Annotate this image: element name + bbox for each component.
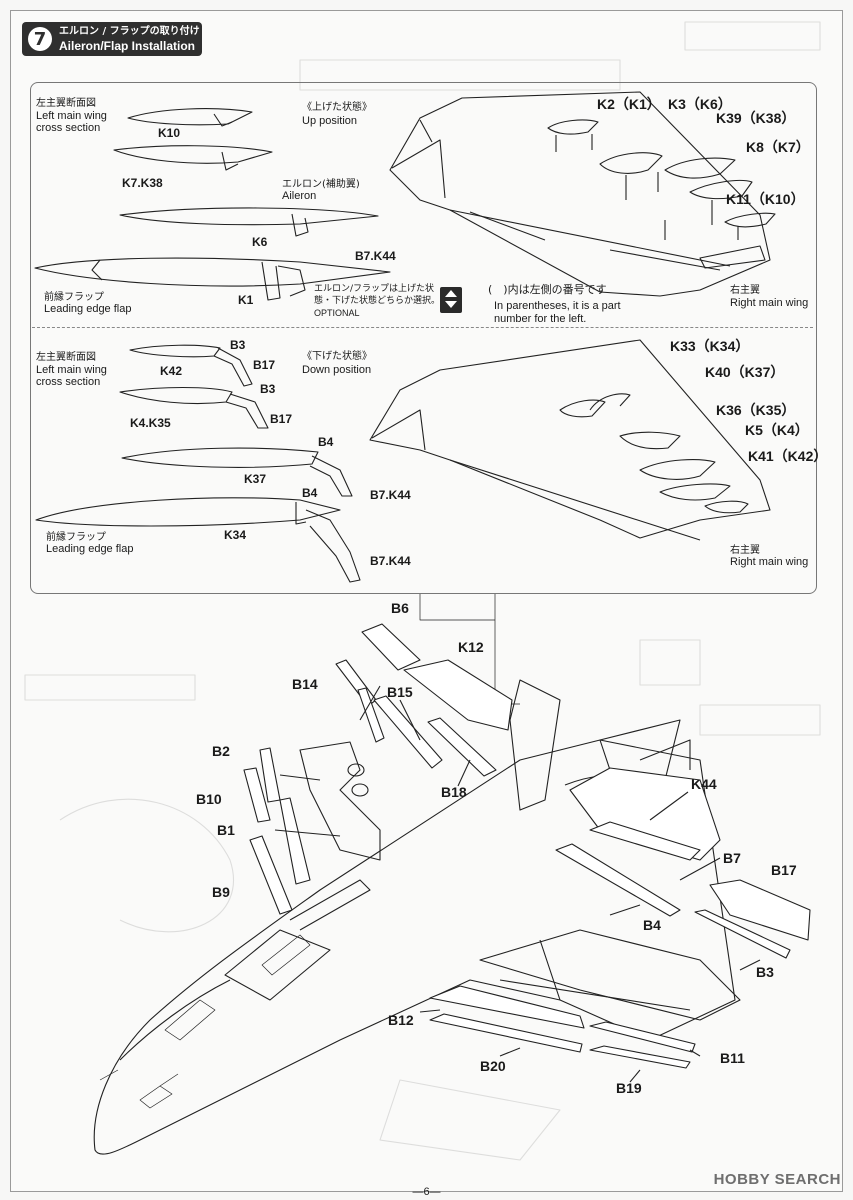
part-label: K37 bbox=[244, 472, 267, 486]
part-label: K34 bbox=[224, 528, 247, 542]
up-right-wing-en: Right main wing bbox=[730, 297, 809, 309]
down-position-jp: 《下げた状態》 bbox=[302, 351, 372, 362]
up-cross-sections bbox=[34, 108, 391, 301]
part-label: B20 bbox=[480, 1058, 506, 1074]
parentheses-note-en-1: In parentheses, it is a part bbox=[494, 300, 621, 312]
down-cross-section-jp: 左主翼断面図 bbox=[36, 352, 96, 363]
part-label: K1 bbox=[238, 293, 254, 307]
down-position-en: Down position bbox=[302, 364, 372, 376]
part-label: B17 bbox=[771, 862, 797, 878]
parentheses-note-jp: ( )内は左側の番号です bbox=[488, 283, 607, 296]
part-label: K40（K37） bbox=[705, 364, 785, 380]
leader-lines bbox=[274, 685, 761, 1083]
part-label: B3 bbox=[756, 964, 774, 980]
part-label: K2（K1） bbox=[597, 96, 661, 112]
optional-note-en: OPTIONAL bbox=[314, 308, 360, 318]
part-label: K3（K6） bbox=[668, 96, 732, 112]
part-label: K33（K34） bbox=[670, 338, 750, 354]
up-leading-edge-jp: 前縁フラップ bbox=[44, 292, 104, 303]
part-label: B7.K44 bbox=[355, 249, 396, 263]
up-position-jp: 《上げた状態》 bbox=[302, 102, 372, 113]
step-title-en: Aileron/Flap Installation bbox=[59, 39, 196, 53]
part-label: B17 bbox=[253, 358, 276, 372]
part-label: B4 bbox=[318, 435, 334, 449]
part-label: B4 bbox=[643, 917, 661, 933]
part-label: B1 bbox=[217, 822, 235, 838]
part-label: K8（K7） bbox=[746, 139, 810, 155]
down-cross-sections bbox=[35, 344, 361, 583]
part-label: B19 bbox=[616, 1080, 642, 1096]
part-label: B3 bbox=[260, 382, 276, 396]
exploded-parts bbox=[243, 623, 811, 1069]
part-label: B15 bbox=[387, 684, 413, 700]
down-cross-section-en-1: Left main wing bbox=[36, 364, 107, 376]
part-label: K4.K35 bbox=[130, 416, 171, 430]
page-number: —6— bbox=[412, 1186, 441, 1198]
up-leading-edge-en: Leading edge flap bbox=[44, 303, 132, 315]
optional-note-jp-1: エルロン/フラップは上げた状 bbox=[314, 284, 435, 294]
part-label: K39（K38） bbox=[716, 110, 796, 126]
watermark-hobby-search: HOBBY SEARCH bbox=[713, 1171, 841, 1188]
part-label: B18 bbox=[441, 784, 467, 800]
part-label: K36（K35） bbox=[716, 402, 796, 418]
part-label: B7.K44 bbox=[370, 488, 411, 502]
aileron-jp: エルロン(補助翼) bbox=[282, 179, 360, 190]
up-cross-section-en-2: cross section bbox=[36, 122, 101, 134]
down-leading-edge-jp: 前縁フラップ bbox=[46, 532, 106, 543]
part-label: B14 bbox=[292, 676, 318, 692]
part-label: K42 bbox=[160, 364, 183, 378]
step-number: 7 bbox=[28, 27, 52, 51]
parentheses-note-en-2: number for the left. bbox=[494, 313, 587, 325]
step-title-jp: エルロン / フラップの取り付け bbox=[59, 26, 200, 37]
part-label: B7 bbox=[723, 850, 741, 866]
down-right-wing-jp: 右主翼 bbox=[730, 545, 760, 556]
part-label: B7.K44 bbox=[370, 554, 411, 568]
part-label: B9 bbox=[212, 884, 230, 900]
down-leading-edge-en: Leading edge flap bbox=[46, 543, 134, 555]
up-right-wing bbox=[389, 91, 776, 297]
part-label: B3 bbox=[230, 338, 246, 352]
part-label: K5（K4） bbox=[745, 422, 809, 438]
up-cross-section-jp: 左主翼断面図 bbox=[36, 98, 96, 109]
optional-note-jp-2: 態・下げた状態どちらか選択。 bbox=[314, 296, 441, 306]
part-label: K11（K10） bbox=[726, 191, 805, 207]
main-aircraft bbox=[93, 679, 741, 1155]
part-label: B6 bbox=[391, 600, 409, 616]
up-position-en: Up position bbox=[302, 115, 358, 127]
detail-panel bbox=[30, 82, 817, 594]
part-label: B17 bbox=[270, 412, 293, 426]
up-cross-section-en-1: Left main wing bbox=[36, 110, 107, 122]
part-label: K12 bbox=[458, 639, 484, 655]
part-label: B4 bbox=[302, 486, 318, 500]
part-label: B10 bbox=[196, 791, 222, 807]
part-label: K6 bbox=[252, 235, 268, 249]
part-label: K44 bbox=[691, 776, 717, 792]
section-divider bbox=[32, 327, 813, 328]
up-right-wing-jp: 右主翼 bbox=[730, 285, 760, 296]
optional-icon bbox=[440, 287, 462, 313]
part-label: B12 bbox=[388, 1012, 414, 1028]
part-label: B2 bbox=[212, 743, 230, 759]
part-label: K10 bbox=[158, 126, 181, 140]
down-right-wing bbox=[369, 339, 771, 541]
part-label: K41（K42） bbox=[748, 448, 828, 464]
step-header: 7 エルロン / フラップの取り付け Aileron/Flap Installa… bbox=[22, 22, 202, 56]
down-cross-section-en-2: cross section bbox=[36, 376, 101, 388]
down-right-wing-en: Right main wing bbox=[730, 556, 809, 568]
page-frame bbox=[10, 10, 843, 1192]
part-label: B11 bbox=[720, 1050, 745, 1066]
part-label: K7.K38 bbox=[122, 176, 163, 190]
aileron-en: Aileron bbox=[282, 190, 317, 202]
